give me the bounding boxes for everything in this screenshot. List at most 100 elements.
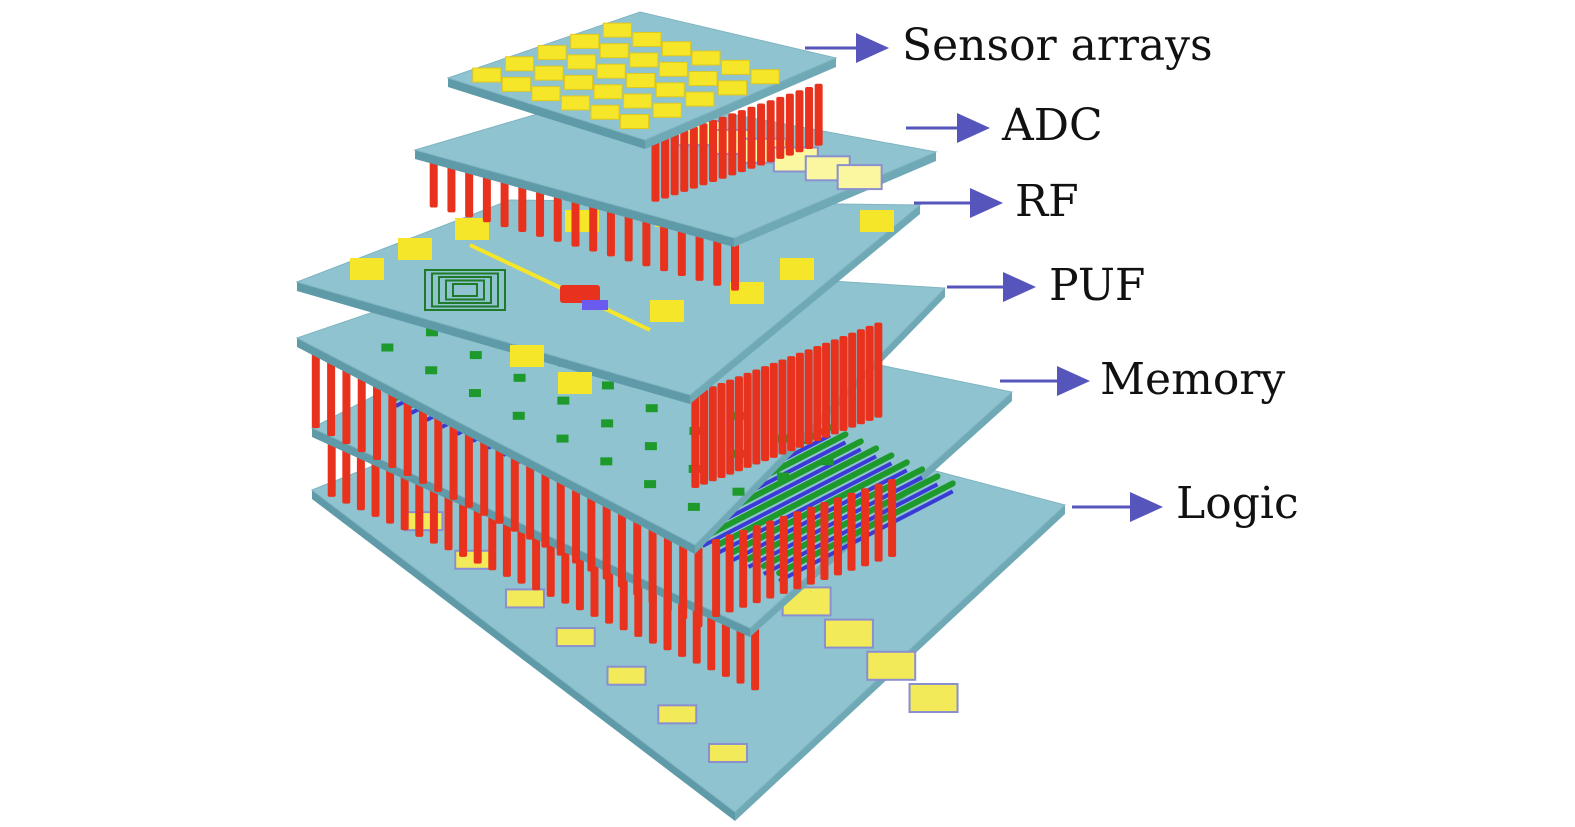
memory-via bbox=[418, 403, 427, 484]
memory-via bbox=[861, 488, 870, 567]
logic-via bbox=[342, 441, 351, 504]
adc-via bbox=[814, 83, 823, 146]
puf-via bbox=[787, 356, 796, 452]
logic-via bbox=[371, 454, 380, 517]
puf-via bbox=[691, 393, 700, 489]
logic-via bbox=[356, 448, 365, 511]
puf-plate-edge-left bbox=[297, 338, 695, 554]
memory-bitline bbox=[701, 454, 878, 548]
puf-cell bbox=[513, 373, 526, 382]
adc-via bbox=[805, 87, 814, 150]
puf-cell bbox=[425, 366, 438, 375]
puf-via bbox=[717, 382, 726, 478]
logic-cell bbox=[866, 650, 917, 681]
memory-via bbox=[679, 539, 688, 620]
puf-via bbox=[778, 359, 787, 455]
puf-cell bbox=[821, 457, 834, 466]
adc-via bbox=[680, 129, 689, 192]
memory-via bbox=[526, 459, 535, 540]
sensor-pixel bbox=[721, 59, 751, 75]
rf-pad bbox=[398, 238, 432, 260]
sensor-pixel bbox=[501, 76, 531, 92]
puf-via bbox=[726, 379, 735, 475]
memory-via bbox=[847, 492, 856, 571]
logic-via bbox=[327, 434, 336, 497]
sensor-pixel bbox=[504, 56, 534, 72]
puf-via bbox=[874, 322, 883, 418]
adc-via bbox=[747, 106, 756, 169]
memory-via bbox=[495, 443, 504, 524]
puf-via bbox=[752, 369, 761, 465]
sensor-pixel bbox=[590, 104, 620, 120]
logic-cell bbox=[908, 683, 959, 713]
memory-via bbox=[617, 507, 626, 588]
puf-cell bbox=[732, 487, 745, 496]
memory-via bbox=[752, 525, 761, 604]
logic-cell bbox=[657, 704, 698, 725]
memory-via bbox=[556, 475, 565, 556]
memory-via bbox=[694, 547, 703, 628]
puf-cell bbox=[601, 419, 614, 428]
sensor-pixel bbox=[570, 33, 600, 49]
puf-cell bbox=[381, 343, 394, 352]
logic-via bbox=[575, 548, 584, 611]
rf-via bbox=[500, 179, 509, 228]
puf-cell bbox=[777, 472, 790, 481]
puf-cell bbox=[644, 442, 657, 451]
memory-via bbox=[373, 380, 382, 461]
adc-plate-edge-right bbox=[734, 152, 936, 247]
rf-via bbox=[553, 193, 562, 242]
logic-via bbox=[721, 614, 730, 677]
sensor-pixel bbox=[620, 114, 650, 130]
rf-pad bbox=[350, 258, 384, 280]
puf-cell bbox=[601, 381, 614, 390]
memory-wordline bbox=[730, 459, 910, 555]
memory-via bbox=[327, 356, 336, 437]
adc-via bbox=[718, 116, 727, 179]
rf-via bbox=[465, 169, 474, 218]
memory-via bbox=[725, 534, 734, 613]
puf-via bbox=[795, 352, 804, 448]
adc-via bbox=[737, 110, 746, 173]
label-puf: PUF bbox=[1049, 260, 1146, 311]
adc-via bbox=[776, 96, 785, 159]
rf-adc-vias bbox=[429, 159, 739, 291]
puf-rf-vias bbox=[691, 322, 883, 489]
logic-via bbox=[444, 488, 453, 551]
puf-via bbox=[700, 389, 709, 485]
logic-via bbox=[532, 528, 541, 591]
label-sensor-arrays: Sensor arrays bbox=[902, 20, 1213, 71]
puf-via bbox=[804, 349, 813, 445]
rf-pad bbox=[860, 210, 894, 232]
memory-via bbox=[541, 467, 550, 548]
rf-via bbox=[447, 164, 456, 213]
memory-via bbox=[833, 497, 842, 576]
adc-via bbox=[728, 113, 737, 176]
rf-via bbox=[518, 183, 527, 232]
puf-via bbox=[822, 342, 831, 438]
logic-via bbox=[502, 514, 511, 577]
logic-cell bbox=[708, 742, 749, 763]
adc-cell bbox=[836, 164, 883, 191]
rf-inductor-coil bbox=[424, 269, 506, 311]
memory-via bbox=[739, 529, 748, 608]
rf-via bbox=[677, 227, 686, 276]
memory-via bbox=[572, 483, 581, 564]
logic-via bbox=[459, 494, 468, 557]
adc-via bbox=[757, 103, 766, 166]
puf-cell bbox=[469, 351, 482, 360]
rf-plate-top bbox=[295, 199, 922, 396]
puf-via bbox=[743, 372, 752, 468]
puf-via bbox=[813, 346, 822, 442]
sensor-pixel bbox=[661, 41, 691, 57]
puf-via bbox=[830, 339, 839, 435]
puf-via bbox=[734, 376, 743, 472]
logic-via bbox=[736, 621, 745, 684]
sensor-pixel bbox=[537, 45, 567, 61]
puf-cell bbox=[600, 457, 613, 466]
memory-via bbox=[403, 395, 412, 476]
rf-pad bbox=[455, 218, 489, 240]
adc-via bbox=[670, 133, 679, 196]
rf-transistor bbox=[560, 285, 600, 303]
memory-via bbox=[388, 387, 397, 468]
